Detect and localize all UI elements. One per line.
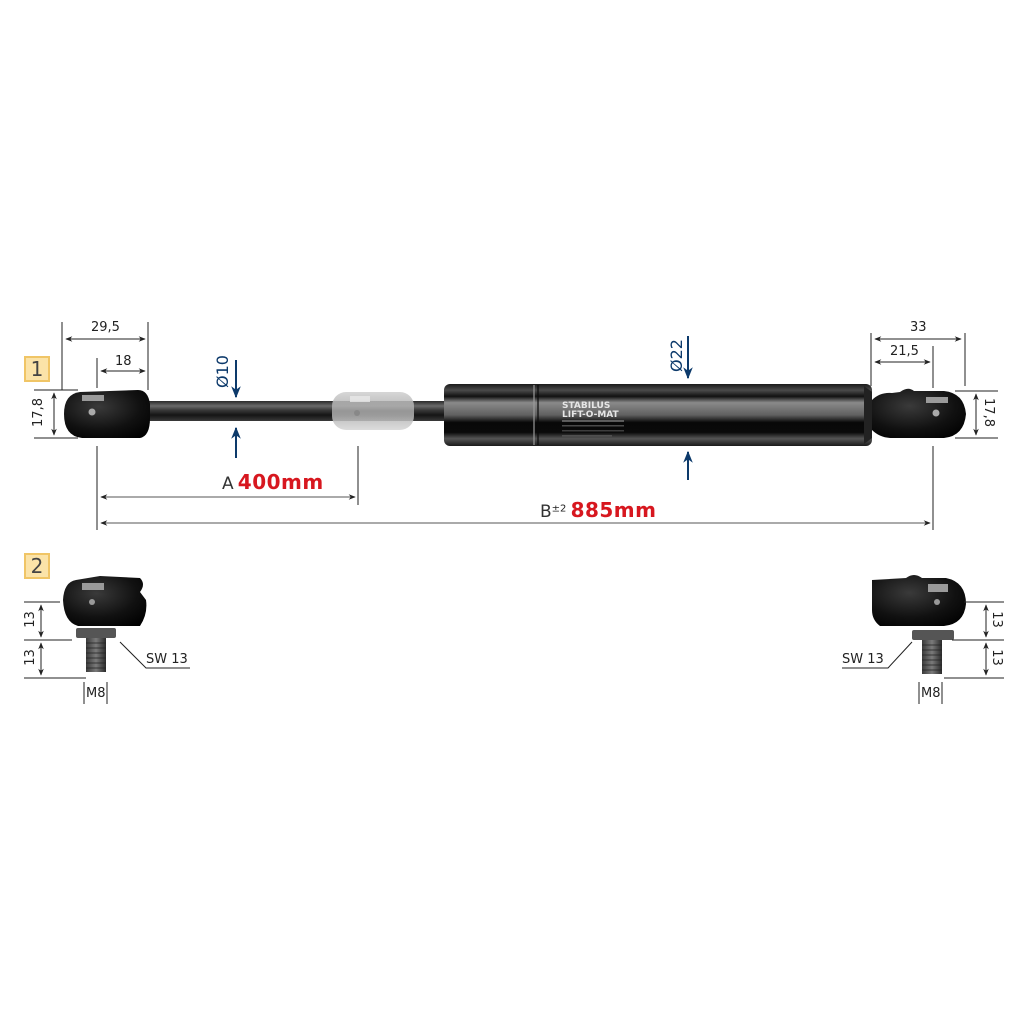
brand-print-line1: STABILUS xyxy=(562,401,610,411)
variant-badge-2: 2 xyxy=(24,553,50,579)
pressure-tube xyxy=(444,384,872,446)
dim-tube-diameter: Ø22 xyxy=(666,339,686,372)
v2-right-thread: M8 xyxy=(921,686,941,701)
stroke-dimension: A 400mm xyxy=(222,470,324,494)
dim-right-end-to-eye: 21,5 xyxy=(890,344,919,359)
dim-rod-diameter: Ø10 xyxy=(212,355,232,388)
v2-left-thread: M8 xyxy=(86,686,106,701)
dim-left-end-height: 17,8 xyxy=(30,398,46,427)
dimension-lines xyxy=(34,322,998,530)
variant2-right-fitting xyxy=(872,575,966,674)
diameter-arrows xyxy=(231,336,693,480)
v2-left-wrench-size: SW 13 xyxy=(146,652,188,667)
left-end-fitting xyxy=(64,390,150,438)
length-label: B xyxy=(540,502,552,522)
right-end-fitting xyxy=(872,388,966,438)
dim-right-end-overall: 33 xyxy=(910,320,927,335)
variant2-left-fitting xyxy=(63,576,147,672)
stroke-label: A xyxy=(222,474,234,494)
retracted-end-ghost xyxy=(332,392,414,430)
gas-spring-assembly: STABILUS LIFT-O-MAT xyxy=(64,384,966,446)
dim-right-end-height: 17,8 xyxy=(980,398,996,427)
brand-print-line2: LIFT-O-MAT xyxy=(562,410,620,420)
length-value: 885mm xyxy=(570,498,657,522)
stroke-value: 400mm xyxy=(237,470,324,494)
v2-right-wrench-size: SW 13 xyxy=(842,652,884,667)
length-dimension: B±2 885mm xyxy=(540,498,657,522)
variant-badge-1: 1 xyxy=(24,356,50,382)
v2-left-height-upper: 13 xyxy=(22,611,38,628)
v2-left-height-lower: 13 xyxy=(22,649,38,666)
dim-left-end-overall: 29,5 xyxy=(91,320,120,335)
v2-right-height-upper: 13 xyxy=(988,611,1004,628)
length-tolerance: ±2 xyxy=(551,503,567,515)
v2-right-height-lower: 13 xyxy=(988,649,1004,666)
variant2-right-dimensions xyxy=(842,601,1004,704)
dim-left-end-to-eye: 18 xyxy=(115,354,132,369)
variant2-left-dimensions xyxy=(24,601,190,704)
